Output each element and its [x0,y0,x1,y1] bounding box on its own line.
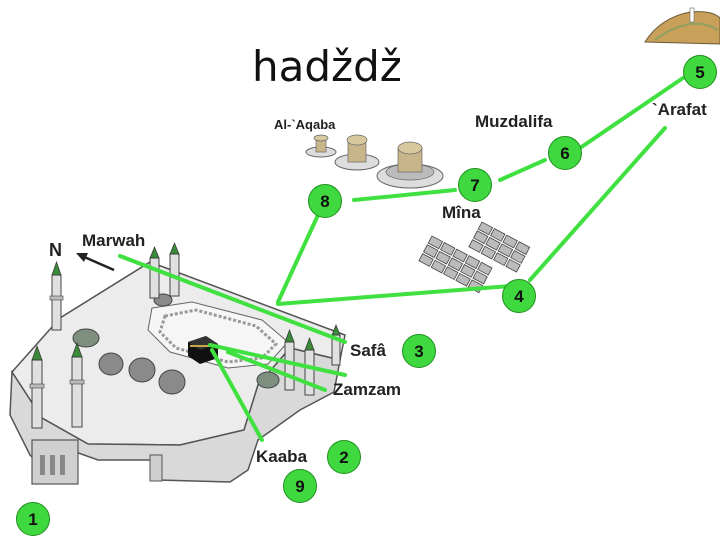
tent-icon [510,250,526,264]
tent-icon [502,234,518,249]
mosque-complex [9,242,346,485]
step-badge-7: 7 [458,168,492,202]
route-line-marwah-safa [118,254,347,344]
minaret-icon [169,242,180,297]
pillar-large [376,141,444,189]
route-line-4-arafat [528,126,667,282]
tent-icon [464,255,481,269]
label-north: N [49,240,62,260]
tent-icon [477,221,494,236]
tent-icon [423,244,439,259]
route-line-kaaba-2 [210,348,264,442]
tent-icon [473,230,489,245]
pillar-medium [334,134,380,171]
tent-icon [430,259,447,274]
kaaba-cube [188,336,218,364]
page-title: hadždž [252,42,402,91]
tent-icon [477,261,493,276]
tent-icon [455,272,471,287]
label-marwah: Marwah [82,231,146,250]
pillar-small [305,134,337,158]
route-line-zamzam [226,350,327,392]
pillar-icon [689,7,695,23]
step-badge-9: 9 [283,469,317,503]
tent-icon [452,248,468,263]
route-line-to-4 [276,284,512,306]
step-badge-3: 3 [402,334,436,368]
minaret-icon [29,344,45,429]
label-muzdalifa: Muzdalifa [475,112,553,131]
north-arrow [76,253,115,272]
arafat-hill [644,7,720,45]
mina-tents [418,221,531,294]
step-badge-5: 5 [683,55,717,89]
dome-icon [256,371,280,389]
tent-icon [514,241,531,255]
tent-icon [447,257,464,272]
route-line-kaaba-safa [208,343,347,377]
label-zamzam: Zamzam [333,380,402,399]
tent-icon [468,239,484,253]
route-line-7-6 [498,158,547,182]
tent-icon [490,228,506,242]
dome-icon [158,369,186,395]
tent-icon [435,250,451,265]
tent-icon [460,264,476,278]
dome-icon [128,357,156,383]
minaret-icon [69,341,85,428]
minaret-icon [304,337,315,396]
tent-icon [418,253,434,267]
tent-icon [497,243,514,258]
label-kaaba: Kaaba [256,447,308,466]
dome-icon [72,328,100,348]
tent-icon [505,258,521,273]
minaret-icon [331,324,341,366]
step-badge-4: 4 [502,279,536,313]
label-arafat: `Arafat [652,100,707,119]
route-line-6-5 [578,76,685,150]
tent-icon [472,270,488,285]
tent-icon [440,242,456,256]
step-badge-6: 6 [548,136,582,170]
tent-icon [480,245,497,260]
pilgrimage-route [118,76,685,442]
step-badge-8: 8 [308,184,342,218]
tent-icon [493,252,509,267]
route-line-to-8 [276,213,320,304]
label-aqaba: Al-`Aqaba [274,117,336,132]
label-safa: Safâ [350,341,386,360]
jamarat-pillars [305,134,444,189]
arrow-icon [81,254,115,272]
minaret-icon [149,246,160,299]
tent-icon [427,235,444,250]
minaret-icon [284,329,295,391]
route-line-8-7 [352,188,457,202]
tent-icon [485,236,501,251]
label-mina: Mîna [442,203,481,222]
mosque-courtyard [147,301,289,369]
step-badge-1: 1 [16,502,50,536]
minaret-icon [49,260,64,331]
tent-icon [443,266,459,281]
dome-icon [98,352,124,376]
step-badge-2: 2 [327,440,361,474]
